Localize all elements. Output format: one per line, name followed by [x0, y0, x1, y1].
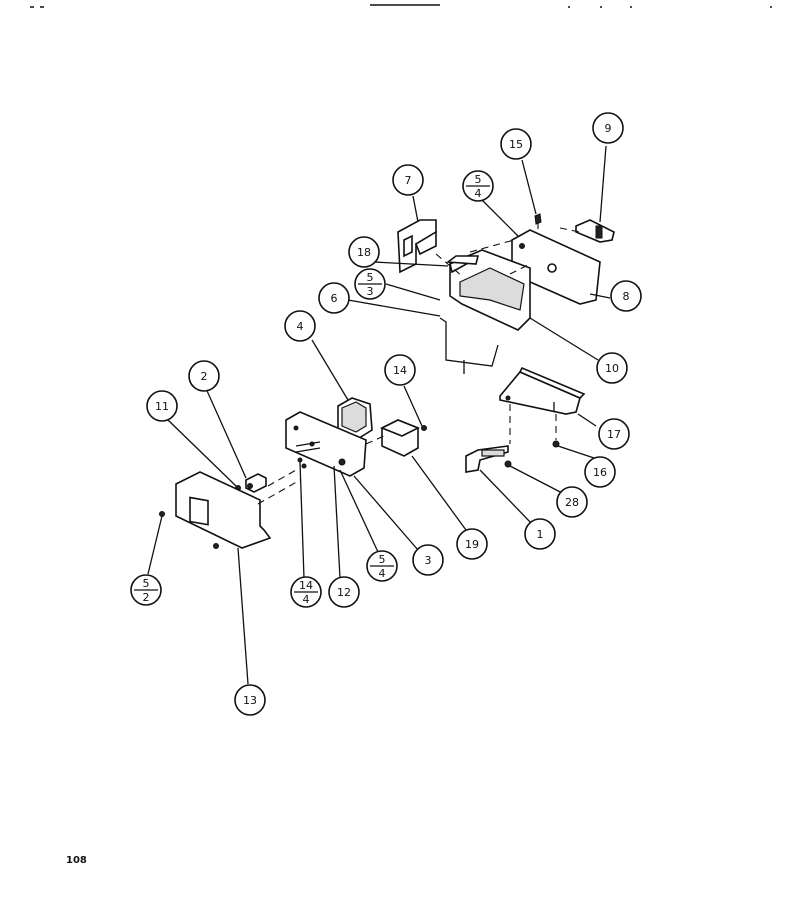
svg-text:5: 5 [475, 173, 482, 186]
svg-text:19: 19 [465, 538, 479, 551]
svg-text:28: 28 [565, 496, 579, 509]
fraction-callout-5-3: 5 3 [354, 268, 386, 300]
part-18-cover [445, 255, 480, 265]
part-3-hole-c [338, 458, 346, 466]
fraction-callout-5-4-top: 5 4 [462, 170, 494, 202]
part-10-mold-cavities [459, 267, 525, 311]
callout-6: 6 [318, 282, 350, 314]
fraction-callout-5-4-low: 5 4 [366, 550, 398, 582]
svg-text:2: 2 [143, 591, 150, 604]
part-9-plate [575, 219, 615, 243]
svg-text:5: 5 [143, 577, 150, 590]
align-3-19 [365, 435, 385, 445]
part-3-main-bracket [285, 411, 367, 477]
svg-text:11: 11 [155, 400, 169, 413]
part-13-screw-bottom [213, 543, 219, 549]
part-6-heater-wire [439, 317, 499, 374]
callout-13: 13 [234, 684, 266, 716]
callout-15: 15 [500, 128, 532, 160]
svg-text:4: 4 [297, 320, 304, 333]
svg-text:1: 1 [537, 528, 544, 541]
part-3-hole-a [293, 425, 299, 431]
svg-text:17: 17 [607, 428, 621, 441]
svg-text:3: 3 [367, 285, 374, 298]
align-10-8b [509, 263, 531, 275]
fraction-callout-5-2: 5 2 [130, 574, 162, 606]
svg-text:3: 3 [425, 554, 432, 567]
svg-text:4: 4 [379, 567, 386, 580]
align-2-3 [267, 469, 297, 487]
svg-text:14: 14 [393, 364, 407, 377]
part-17-lip [518, 366, 586, 399]
align-7-10 [435, 253, 463, 277]
callout-17: 17 [598, 418, 630, 450]
part-17-screw [505, 395, 511, 401]
callout-9: 9 [592, 112, 624, 144]
part-14-screw-lower [297, 457, 303, 463]
page-number: 108 [66, 855, 87, 866]
part-12-screw [301, 463, 307, 469]
svg-text:10: 10 [605, 362, 619, 375]
part-28-screw [504, 460, 512, 468]
callout-7: 7 [392, 164, 424, 196]
svg-text:6: 6 [331, 292, 338, 305]
callout-12: 12 [328, 576, 360, 608]
callout-19: 19 [456, 528, 488, 560]
fraction-callout-14-4: 14 4 [290, 576, 322, 608]
align-10-8 [469, 239, 515, 253]
svg-text:15: 15 [509, 138, 523, 151]
part-1-switch [481, 449, 505, 457]
svg-text:14: 14 [299, 579, 313, 592]
svg-text:9: 9 [605, 122, 612, 135]
part-4-face [341, 401, 367, 433]
part-9-clip [595, 225, 603, 239]
svg-text:5: 5 [379, 553, 386, 566]
part-13-screw-left [159, 511, 165, 517]
svg-text:7: 7 [405, 174, 412, 187]
part-7-flange [415, 230, 437, 256]
svg-text:4: 4 [303, 593, 310, 606]
part-8-screw [519, 243, 525, 249]
part-2-screw [247, 483, 253, 489]
ice-maker-assembly [397, 213, 615, 374]
part-13-housing [175, 471, 272, 549]
part-19-top [380, 419, 420, 437]
svg-text:13: 13 [243, 694, 257, 707]
callout-1: 1 [524, 518, 556, 550]
callout-28: 28 [556, 486, 588, 518]
callout-2: 2 [188, 360, 220, 392]
part-8-hole [547, 263, 557, 273]
tray-and-switch-assembly [465, 366, 586, 473]
align-13-3 [257, 479, 301, 505]
part-3-slot-b [295, 447, 321, 453]
callout-16: 16 [584, 456, 616, 488]
callout-18: 18 [348, 236, 380, 268]
part-2-clip [245, 473, 267, 493]
control-bracket-assembly [159, 397, 427, 549]
part-15-screw [534, 213, 542, 225]
callout-8: 8 [610, 280, 642, 312]
svg-text:18: 18 [357, 246, 371, 259]
align-9 [559, 227, 581, 233]
callout-4: 4 [284, 310, 316, 342]
svg-text:2: 2 [201, 370, 208, 383]
callout-3: 3 [412, 544, 444, 576]
part-14-screw [421, 425, 427, 431]
part-3-slot-a [295, 441, 321, 447]
callout-11: 11 [146, 390, 178, 422]
svg-text:8: 8 [623, 290, 630, 303]
callout-14: 14 [384, 354, 416, 386]
part-7-slot [403, 234, 413, 258]
svg-text:5: 5 [367, 271, 374, 284]
part-13-window [189, 496, 209, 526]
svg-text:16: 16 [593, 466, 607, 479]
callout-10: 10 [596, 352, 628, 384]
svg-text:12: 12 [337, 586, 351, 599]
part-16-screw [552, 440, 560, 448]
svg-text:4: 4 [475, 187, 482, 200]
top-edge-marks [30, 4, 772, 8]
leader-lines [147, 145, 611, 685]
